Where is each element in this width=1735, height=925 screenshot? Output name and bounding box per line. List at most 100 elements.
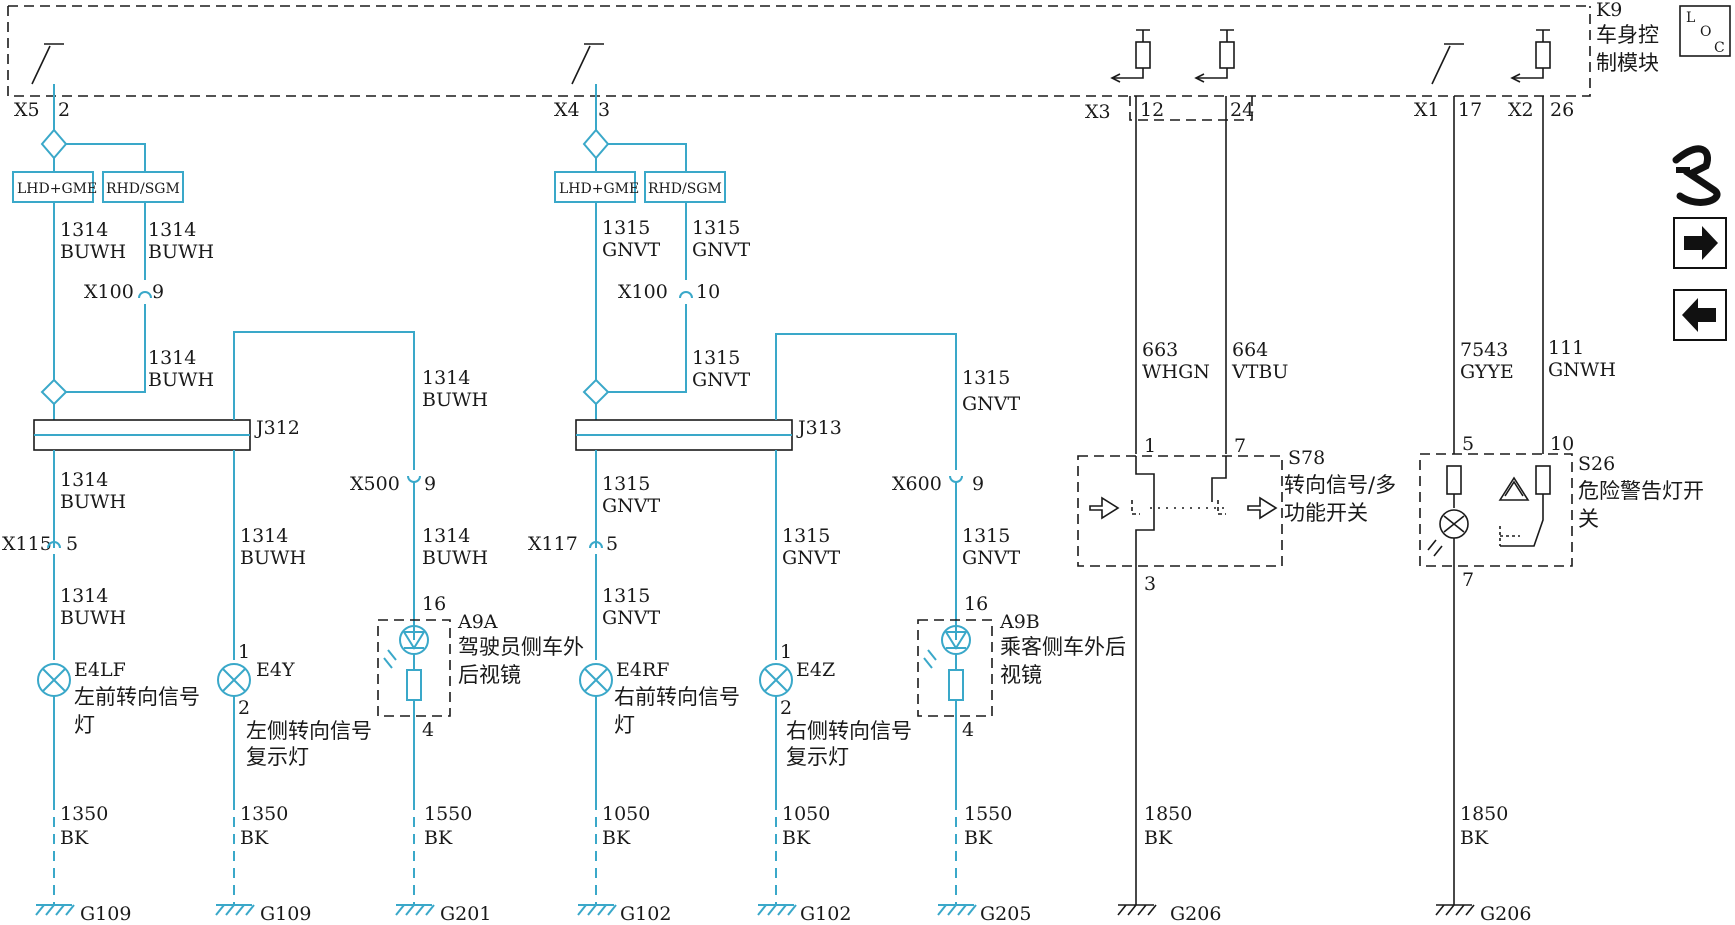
grounds-g206-label: G206 bbox=[1170, 903, 1221, 925]
circuits-gnvt-label: GNVT bbox=[602, 495, 661, 517]
circuits-buwh-label: BUWH bbox=[60, 241, 126, 263]
connectors-x1-label: X1 bbox=[1414, 99, 1440, 121]
components-a9a-l1-label: 驾驶员侧车外 bbox=[458, 635, 584, 659]
inline-x500-pin-label: 9 bbox=[424, 473, 436, 495]
components-s26-p7-label: 7 bbox=[1462, 569, 1474, 591]
connectors-x1-pin-label: 17 bbox=[1458, 99, 1482, 121]
switch-s26-group: 7543 GYYE 111 GNWH 5 10 S26 危险警告灯开 关 7 1… bbox=[1419, 96, 1704, 925]
splices-j313-label: J313 bbox=[796, 417, 842, 439]
circuits-c1350-label: 1350 bbox=[60, 803, 108, 825]
circuits-c664-label: 664 bbox=[1232, 339, 1268, 361]
circuits-c1314-label: 1314 bbox=[422, 525, 470, 547]
components-a9a-p4-label: 4 bbox=[422, 719, 434, 741]
inline-x500-label: X500 bbox=[350, 473, 400, 495]
components-e4z-l1-label: 右侧转向信号 bbox=[786, 719, 912, 743]
components-s78-p3-label: 3 bbox=[1144, 573, 1156, 595]
circuits-c1315-label: 1315 bbox=[692, 347, 740, 369]
circuit-1315-group: LHD+GME RHD/SGM 1315 GNVT 1315 GNVT X100… bbox=[528, 84, 1126, 925]
module-internal-switches bbox=[31, 29, 1551, 85]
components-s78-label: S78 bbox=[1288, 447, 1325, 469]
circuits-bk-label: BK bbox=[60, 827, 89, 849]
lamp-e4rf bbox=[579, 663, 613, 697]
circuits-c1850-label: 1850 bbox=[1460, 803, 1508, 825]
module-loc-l-label: L bbox=[1686, 10, 1695, 26]
connectors-x4-pin-label: 3 bbox=[598, 99, 610, 121]
components-a9a-label: A9A bbox=[457, 611, 498, 633]
inline-x117-pin-label: 5 bbox=[606, 533, 618, 555]
circuits-bk-label: BK bbox=[602, 827, 631, 849]
splices-j312-label: J312 bbox=[254, 417, 300, 439]
circuits-c1050-label: 1050 bbox=[782, 803, 830, 825]
option-rhd-box bbox=[102, 171, 184, 203]
circuits-buwh-label: BUWH bbox=[422, 547, 488, 569]
option-rhd-label: RHD/SGM bbox=[106, 181, 180, 197]
circuits-gnvt-label: GNVT bbox=[602, 607, 661, 629]
components-e4y-p2-label: 2 bbox=[238, 697, 250, 719]
circuits-gnvt-label: GNVT bbox=[782, 547, 841, 569]
circuits-c1550-label: 1550 bbox=[424, 803, 472, 825]
circuits-c1850-label: 1850 bbox=[1144, 803, 1192, 825]
module-loc-c-label: C bbox=[1714, 40, 1725, 56]
circuits-bk-label: BK bbox=[782, 827, 811, 849]
components-e4rf-label: E4RF bbox=[616, 659, 669, 681]
circuit-1314-group: LHD+GME RHD/SGM 1314 BUWH 1314 BUWH X100… bbox=[2, 84, 584, 925]
circuits-whgn-label: WHGN bbox=[1142, 361, 1210, 383]
components-a9b-l1-label: 乘客侧车外后 bbox=[1000, 635, 1126, 659]
circuits-c1314-label: 1314 bbox=[60, 585, 108, 607]
components-s26-p5-label: 5 bbox=[1462, 433, 1474, 455]
circuits-c1315-label: 1315 bbox=[962, 525, 1010, 547]
circuits-gyye-label: GYYE bbox=[1460, 361, 1514, 383]
connectors-x4-label: X4 bbox=[554, 99, 580, 121]
circuits-c1314-label: 1314 bbox=[148, 347, 196, 369]
grounds-g206-label: G206 bbox=[1480, 903, 1531, 925]
inline-x117-label: X117 bbox=[528, 533, 578, 555]
grounds-g109-label: G109 bbox=[260, 903, 311, 925]
lamp-e4z bbox=[759, 663, 793, 697]
module-id: K9 bbox=[1596, 0, 1622, 21]
module-name-l1: 车身控 bbox=[1596, 23, 1659, 47]
components-s26-l1-label: 危险警告灯开 bbox=[1578, 479, 1704, 503]
options-rhd-label: RHD/SGM bbox=[648, 181, 722, 197]
circuits-bk-label: BK bbox=[964, 827, 993, 849]
circuits-c663-label: 663 bbox=[1142, 339, 1178, 361]
arrow-right-icon[interactable] bbox=[1673, 217, 1727, 269]
components-e4rf-l2-label: 灯 bbox=[614, 713, 635, 737]
grounds-g102-label: G102 bbox=[800, 903, 851, 925]
components-e4lf-label: E4LF bbox=[74, 659, 126, 681]
components-e4y-l2-label: 复示灯 bbox=[246, 745, 309, 769]
inline-x100-label: X100 bbox=[618, 281, 668, 303]
circuits-c1314-label: 1314 bbox=[60, 219, 108, 241]
module-name-l2: 制模块 bbox=[1596, 51, 1659, 75]
components-e4z-p1-label: 1 bbox=[780, 641, 792, 663]
components-s78-l1-label: 转向信号/多 bbox=[1284, 473, 1396, 497]
option-lhd-label: LHD+GME bbox=[17, 181, 97, 197]
inline-x100-pin-a-label: 9 bbox=[152, 281, 164, 303]
components-e4rf-l1-label: 右前转向信号 bbox=[614, 685, 740, 709]
circuits-gnvt-label: GNVT bbox=[602, 239, 661, 261]
circuits-gnvt-label: GNVT bbox=[962, 393, 1021, 415]
connectors-x2-pin-label: 26 bbox=[1550, 99, 1574, 121]
circuits-buwh-label: BUWH bbox=[240, 547, 306, 569]
connectors-x5-pin-label: 2 bbox=[58, 99, 70, 121]
components-a9b-p4-label: 4 bbox=[962, 719, 974, 741]
options-lhd-label: LHD+GME bbox=[559, 181, 639, 197]
circuits-buwh-label: BUWH bbox=[60, 607, 126, 629]
components-a9b-p16-label: 16 bbox=[964, 593, 988, 615]
components-e4z-label: E4Z bbox=[796, 659, 835, 681]
circuits-buwh-label: BUWH bbox=[148, 369, 214, 391]
components-e4lf-l2-label: 灯 bbox=[74, 713, 95, 737]
grounds-g205-label: G205 bbox=[980, 903, 1031, 925]
module-loc-o-label: O bbox=[1700, 24, 1711, 40]
components-s26-l2-label: 关 bbox=[1578, 507, 1599, 531]
circuits-buwh-label: BUWH bbox=[422, 389, 488, 411]
circuits-bk-label: BK bbox=[1460, 827, 1489, 849]
connectors-x3-label: X3 bbox=[1085, 101, 1111, 123]
inline-x600-pin-label: 9 bbox=[972, 473, 984, 495]
grounds-g109-label: G109 bbox=[80, 903, 131, 925]
cable-icon[interactable] bbox=[1672, 145, 1721, 206]
components-s78-l2-label: 功能开关 bbox=[1284, 501, 1368, 525]
module-k9-outline: K9 车身控 制模块 bbox=[7, 0, 1659, 97]
lamp-e4lf bbox=[37, 663, 71, 697]
arrow-left-icon[interactable] bbox=[1673, 289, 1727, 341]
components-a9a-p16-label: 16 bbox=[422, 593, 446, 615]
